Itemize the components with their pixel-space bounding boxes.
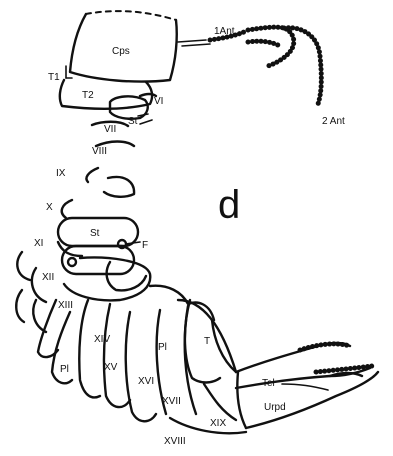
label-tel: Tel [262,378,275,389]
label-urpd: Urpd [264,402,286,413]
label-st-upper: St [128,116,138,127]
label-pl-right: Pl [158,342,167,353]
label-xi: XI [34,238,43,249]
label-pl-left: Pl [60,364,69,375]
label-vii: VII [104,124,116,135]
label-vi: VI [154,96,163,107]
label-xix: XIX [210,418,226,429]
label-1ant: 1Ant [214,26,235,37]
label-xiii: XIII [58,300,73,311]
label-xiv: XIV [94,334,110,345]
label-cps: Cps [112,46,130,57]
label-2ant: 2 Ant [322,116,345,127]
label-xv: XV [104,362,118,373]
label-t1: T1 [48,72,60,83]
label-st-lower: St [90,228,100,239]
label-t2: T2 [82,90,94,101]
label-xii: XII [42,272,54,283]
label-xviii: XVIII [164,436,186,447]
label-ix: IX [56,168,66,179]
label-x: X [46,202,53,213]
telson-uropods [236,343,378,428]
antennae [178,27,321,104]
label-f: F [142,240,148,251]
label-t: T [204,336,210,347]
label-xvi: XVI [138,376,154,387]
label-viii: VIII [92,146,107,157]
label-xvii: XVII [162,396,181,407]
panel-letter: d [218,183,240,227]
gonopore-left [68,258,76,266]
gonopore-right [118,240,126,248]
